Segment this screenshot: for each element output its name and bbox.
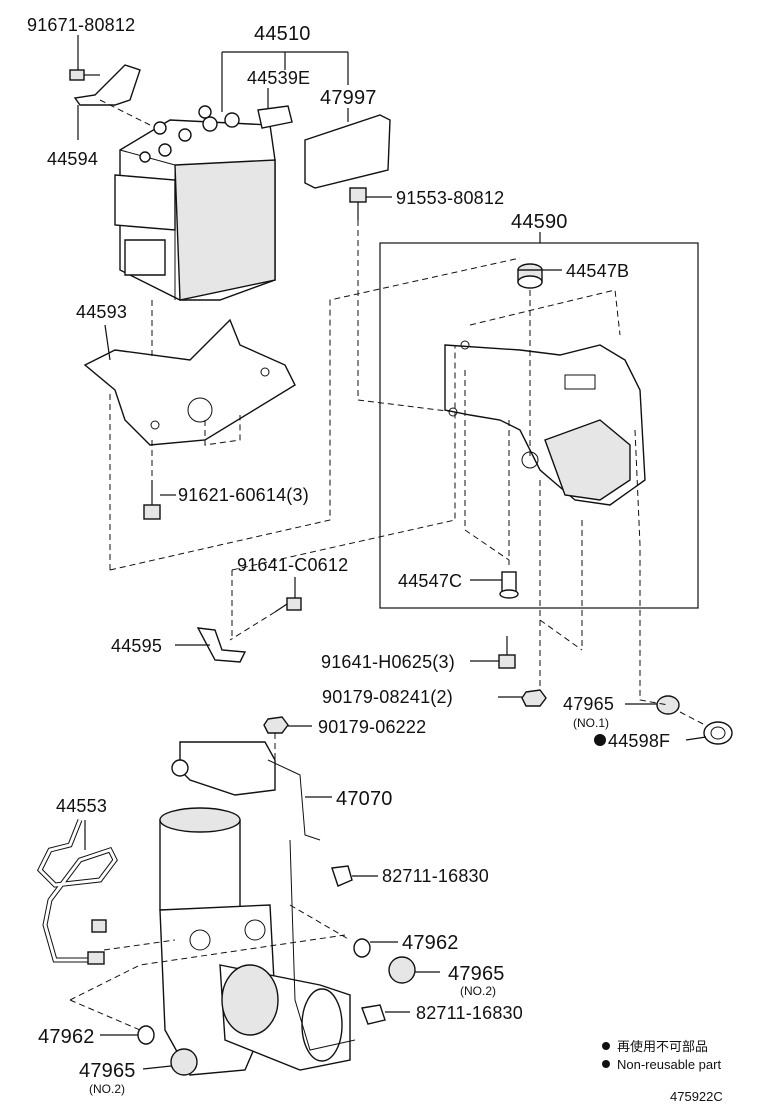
non-reusable-marker [594, 734, 606, 746]
label-47965-c: 47965 [79, 1060, 136, 1082]
cushion-47965-b [388, 956, 416, 984]
label-44595: 44595 [111, 636, 162, 656]
plate-47997 [304, 114, 391, 189]
collar-44547C [499, 571, 519, 599]
ring-47962-a [353, 938, 371, 958]
bolt-91641H [498, 636, 516, 669]
label-47962-b: 47962 [38, 1026, 95, 1048]
clip-82711-a [331, 865, 353, 887]
label-44598F: 44598F [608, 731, 670, 751]
label-91621: 91621-60614(3) [178, 485, 309, 505]
label-47965-b: 47965 [448, 963, 505, 985]
label-47965-b-sub: (NO.2) [460, 984, 496, 998]
assembly-dashed-lines [69, 99, 706, 1031]
label-47965-c-sub: (NO.2) [89, 1082, 125, 1096]
legend: 再使用不可部品 Non-reusable part [602, 1039, 721, 1072]
cushion-47965-c [170, 1048, 198, 1076]
label-44594: 44594 [47, 149, 98, 169]
grommet-44547B [517, 263, 543, 289]
catalog-number: 475922C [670, 1089, 723, 1104]
label-47962-a: 47962 [402, 932, 459, 954]
bracket-44593 [83, 318, 296, 446]
label-91641C: 91641-C0612 [237, 555, 348, 575]
leader-lines [77, 35, 707, 1070]
pump-assembly [159, 741, 356, 1076]
bolt-91621 [143, 480, 161, 520]
label-44593: 44593 [76, 302, 127, 322]
label-47965-no1: 47965 [563, 694, 614, 714]
legend-bullet-2 [602, 1060, 610, 1068]
clamp-44595 [196, 597, 302, 663]
label-47997: 47997 [320, 87, 377, 109]
group-box-44590 [379, 242, 699, 609]
label-47965-no1-sub: (NO.1) [573, 716, 609, 730]
label-44539E: 44539E [247, 68, 310, 88]
cushion-47965-no1 [656, 695, 680, 715]
label-91553: 91553-80812 [396, 188, 504, 208]
label-90179-08241: 90179-08241(2) [322, 687, 453, 707]
label-44510: 44510 [254, 23, 311, 45]
callout-labels: 91671-80812 44510 44539E 47997 44594 915… [27, 15, 670, 1096]
bolt-91553 [349, 187, 367, 220]
abs-actuator [114, 105, 293, 301]
clip-82711-b [361, 1004, 386, 1025]
label-90179-06222: 90179-06222 [318, 717, 426, 737]
legend-bullet-1 [602, 1042, 610, 1050]
label-82711-b: 82711-16830 [416, 1003, 523, 1023]
bracket-44590 [444, 340, 646, 506]
label-47070: 47070 [336, 788, 393, 810]
cushion-44598F [703, 721, 733, 745]
label-44547C: 44547C [398, 571, 462, 591]
label-91671: 91671-80812 [27, 15, 135, 35]
legend-line-1: 再使用不可部品 [617, 1039, 708, 1054]
label-44553: 44553 [56, 796, 107, 816]
tube-44553 [36, 819, 118, 963]
label-82711-a: 82711-16830 [382, 866, 489, 886]
label-91641H: 91641-H0625(3) [321, 652, 455, 672]
label-44547B: 44547B [566, 261, 629, 281]
bolt-bracket-44594 [69, 64, 141, 106]
nut-90179-08241 [521, 689, 547, 707]
legend-line-2: Non-reusable part [617, 1057, 721, 1072]
label-44590: 44590 [511, 211, 568, 233]
ring-47962-b [137, 1025, 155, 1045]
nut-90179-06222 [263, 716, 289, 734]
